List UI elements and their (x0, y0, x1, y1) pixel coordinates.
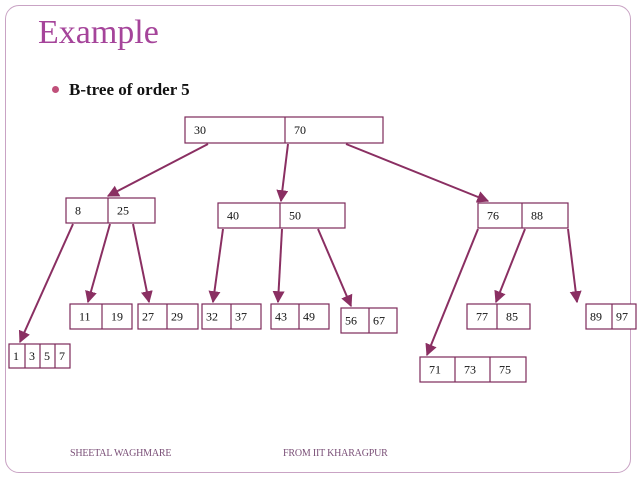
node-box (217, 202, 346, 229)
node-key: 89 (590, 310, 602, 324)
edge-n-8-25-to-leaf-27-29 (132, 223, 153, 304)
node-key: 32 (206, 310, 218, 324)
node-box (137, 303, 199, 330)
node-key: 5 (44, 349, 50, 363)
node-key: 97 (616, 310, 628, 324)
edge-root-to-n-8-25 (106, 143, 209, 197)
node-key: 85 (506, 310, 518, 324)
edge-n-40-50-to-leaf-32-37 (208, 228, 224, 304)
node-key: 25 (117, 204, 129, 218)
node-key: 43 (275, 310, 287, 324)
edge-n-40-50-to-leaf-43-49 (272, 228, 285, 304)
node-key: 19 (111, 310, 123, 324)
edge-n-8-25-to-leaf-11-19 (85, 223, 111, 304)
node-key: 1 (13, 349, 19, 363)
node-key: 88 (531, 209, 543, 223)
node-n-76-88: 76 88 (477, 202, 569, 229)
footer-source: FROM IIT KHARAGPUR (283, 448, 388, 459)
node-box (184, 116, 384, 144)
node-n-8-25: 8 25 (65, 197, 156, 224)
node-box (69, 303, 133, 330)
edge-root-to-n-76-88 (345, 143, 490, 203)
node-box (477, 202, 569, 229)
edge-n-76-88-to-leaf-71-73-75 (425, 228, 479, 357)
node-box (466, 303, 531, 330)
edge-n-8-25-to-leaf-1-3-5-7 (18, 223, 74, 344)
edge-n-76-88-to-leaf-89-97 (567, 228, 582, 304)
node-leaf-27-29: 27 29 (137, 303, 199, 330)
node-key: 56 (345, 314, 357, 328)
node-box (585, 303, 637, 330)
bullet-text: B-tree of order 5 (69, 80, 190, 99)
node-key: 73 (464, 363, 476, 377)
node-box (65, 197, 156, 224)
node-root: 30 70 (184, 116, 384, 144)
node-key: 76 (487, 209, 499, 223)
node-leaf-77-85: 77 85 (466, 303, 531, 330)
edge-n-76-88-to-leaf-77-85 (494, 228, 526, 304)
node-leaf-11-19: 11 19 (69, 303, 133, 330)
node-key: 11 (79, 310, 91, 324)
slide-title: Example (38, 14, 159, 51)
node-leaf-32-37: 32 37 (201, 303, 262, 330)
node-key: 29 (171, 310, 183, 324)
node-key: 3 (29, 349, 35, 363)
bullet-item: B-tree of order 5 (52, 80, 190, 100)
bullet-dot-icon (52, 86, 59, 93)
node-key: 37 (235, 310, 247, 324)
slide-frame (5, 5, 631, 473)
footer-author: SHEETAL WAGHMARE (70, 448, 172, 459)
node-leaf-71-73-75: 71 73 75 (419, 356, 527, 383)
edge-n-40-50-to-leaf-56-67 (317, 228, 353, 308)
node-n-40-50: 40 50 (217, 202, 346, 229)
node-key: 70 (294, 123, 306, 137)
node-box (270, 303, 330, 330)
node-key: 40 (227, 209, 239, 223)
node-key: 71 (429, 363, 441, 377)
node-key: 75 (499, 363, 511, 377)
node-key: 27 (142, 310, 154, 324)
node-leaf-89-97: 89 97 (585, 303, 637, 330)
node-key: 67 (373, 314, 385, 328)
node-key: 50 (289, 209, 301, 223)
node-leaf-43-49: 43 49 (270, 303, 330, 330)
node-leaf-56-67: 56 67 (340, 307, 398, 334)
node-key: 77 (476, 310, 488, 324)
edge-root-to-n-40-50 (276, 143, 289, 203)
node-key: 8 (75, 204, 81, 218)
node-key: 7 (59, 349, 65, 363)
node-key: 30 (194, 123, 206, 137)
node-box (419, 356, 527, 383)
node-key: 49 (303, 310, 315, 324)
